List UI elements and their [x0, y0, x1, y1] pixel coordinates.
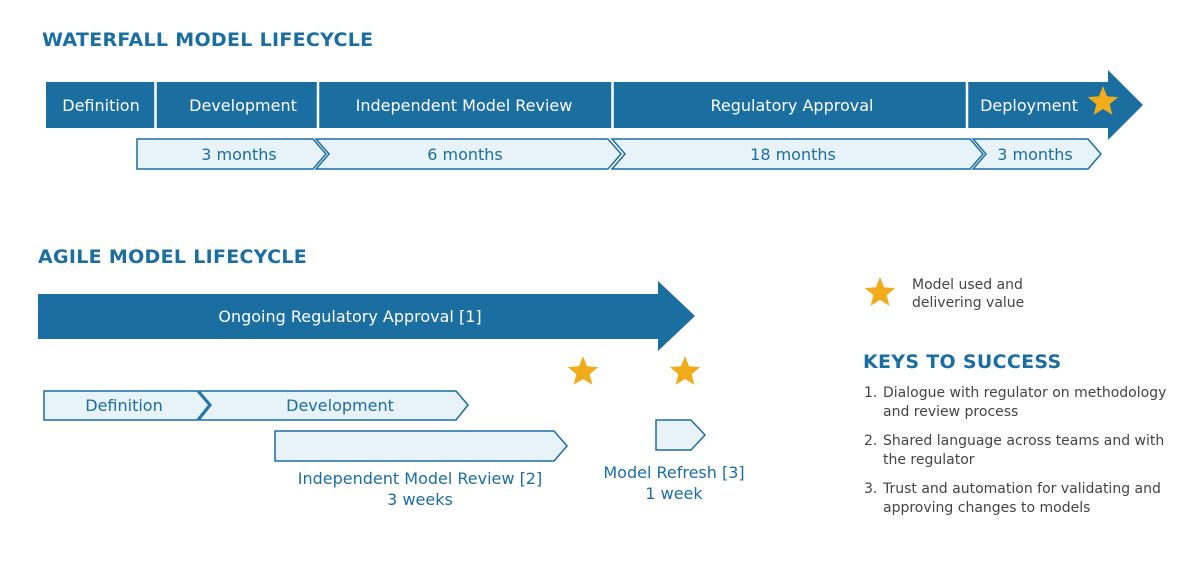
legend-star-icon — [864, 277, 896, 306]
ongoing-approval-label: Ongoing Regulatory Approval [1] — [218, 307, 481, 326]
value-star-icon — [567, 356, 599, 385]
waterfall-title: WATERFALL MODEL LIFECYCLE — [42, 29, 374, 51]
key-number: 3. — [864, 481, 878, 497]
review-chevron — [274, 430, 568, 462]
key-number: 2. — [864, 433, 878, 449]
refresh-label: Model Refresh [3] — [603, 463, 744, 482]
refresh-duration: 1 week — [645, 484, 703, 503]
definition-chevron — [43, 390, 210, 421]
key-text: Trust and automation for validating and … — [883, 481, 1161, 516]
keys-list: 1. Dialogue with regulator on methodolog… — [864, 384, 1184, 528]
duration-chevron — [314, 138, 622, 170]
duration-chevron — [610, 138, 984, 170]
refresh-chevron — [655, 419, 707, 451]
duration-approval: 18 months — [750, 145, 836, 164]
deployment-star-icon — [1087, 86, 1119, 115]
duration-development: 3 months — [201, 145, 277, 164]
legend-text: Model used and delivering value — [912, 277, 1025, 311]
waterfall-phase-arrow: Definition Development Independent Model… — [46, 70, 1143, 140]
review-label: Independent Model Review [2] — [298, 469, 542, 488]
waterfall-arrow-body — [46, 70, 1143, 140]
phase-deployment: Deployment — [980, 96, 1078, 115]
phase-development: Development — [189, 96, 297, 115]
key-item: 2. Shared language across teams and with… — [864, 432, 1184, 470]
development-chevron — [197, 390, 469, 421]
duration-chevron — [971, 138, 1102, 170]
key-text: Shared language across teams and with th… — [883, 433, 1165, 468]
agile-title: AGILE MODEL LIFECYCLE — [38, 246, 308, 268]
key-item: 3. Trust and automation for validating a… — [864, 480, 1184, 518]
waterfall-durations — [136, 138, 1102, 170]
value-star-icon — [669, 356, 701, 385]
phase-definition: Definition — [62, 96, 139, 115]
phase-regulatory-approval: Regulatory Approval — [711, 96, 874, 115]
review-duration: 3 weeks — [387, 490, 453, 509]
key-item: 1. Dialogue with regulator on methodolog… — [864, 384, 1184, 422]
agile-development-label: Development — [286, 396, 394, 415]
duration-deployment: 3 months — [997, 145, 1073, 164]
duration-review: 6 months — [427, 145, 503, 164]
key-number: 1. — [864, 385, 878, 401]
agile-definition-label: Definition — [85, 396, 162, 415]
keys-title: KEYS TO SUCCESS — [863, 351, 1062, 373]
agile-arrow-body — [38, 281, 695, 351]
phase-independent-model-review: Independent Model Review — [356, 96, 573, 115]
key-text: Dialogue with regulator on methodology a… — [883, 385, 1167, 420]
duration-chevron — [136, 138, 327, 170]
agile-approval-arrow: Ongoing Regulatory Approval [1] — [38, 281, 695, 351]
